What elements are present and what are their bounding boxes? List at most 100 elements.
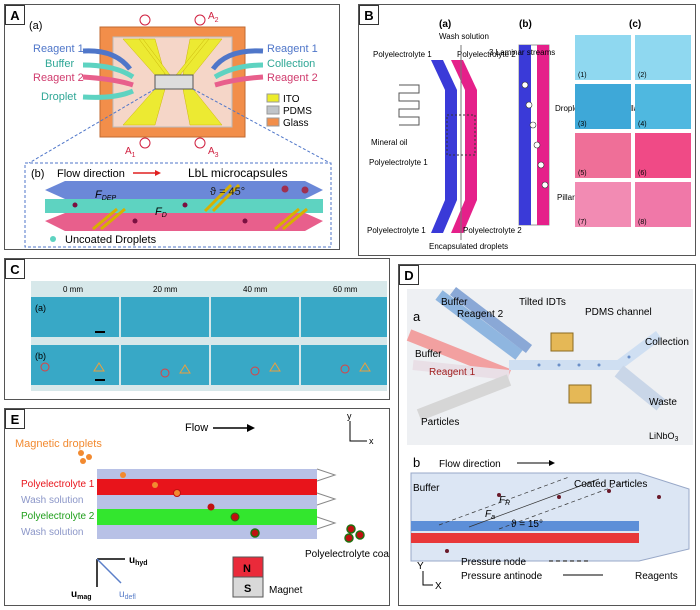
label-tilted-idts: Tilted IDTs xyxy=(519,297,566,308)
label-reagent1-in: Reagent 1 xyxy=(33,43,84,55)
legend-pdms: PDMS xyxy=(283,106,312,117)
label-pe1-top: Polyelectrolyte 1 xyxy=(373,50,432,59)
outlet-fins xyxy=(316,468,337,530)
label-pe2-bottom: Polyelectrolyte 2 xyxy=(463,226,522,235)
svg-text:(8): (8) xyxy=(638,219,647,226)
label-fr: FR xyxy=(499,495,510,507)
label-collection: Collection xyxy=(645,337,689,348)
legend-glass: Glass xyxy=(283,118,309,129)
label-coated-particles: Coated Particles xyxy=(574,479,647,490)
label-buffer-left: Buffer xyxy=(415,349,442,360)
label-reagent1-out: Reagent 1 xyxy=(267,43,318,55)
stream-wash-top xyxy=(97,469,317,479)
label-a1: A1 xyxy=(125,146,136,159)
label-reagent1: Reagent 1 xyxy=(429,367,476,378)
magnet-n-label: N xyxy=(243,563,251,575)
row-label-a: (a) xyxy=(35,303,46,313)
tube-droplet-in xyxy=(82,88,135,100)
label-substrate: LiNbO3 xyxy=(649,431,679,443)
tube-particles xyxy=(416,374,512,421)
svg-text:(7): (7) xyxy=(578,219,587,226)
pdms-channel xyxy=(509,331,662,370)
panel-d: D a Buffer Reagent 2 Buffer Reagent 1 Pa… xyxy=(398,264,696,606)
micrograph-row-b xyxy=(31,345,387,385)
label-laminar-streams: 3 Laminar streams xyxy=(489,48,555,57)
pillars xyxy=(521,81,549,189)
tube-reagent2 xyxy=(449,287,533,353)
stream-wash-2 xyxy=(97,525,317,539)
label-f-d: FD xyxy=(155,206,167,219)
svg-text:(3): (3) xyxy=(578,121,587,128)
svg-text:(5): (5) xyxy=(578,170,587,177)
tube-reagent2-out xyxy=(214,74,264,88)
panel-b: B (a) (b) (c) Wash solution Polyelectrol… xyxy=(358,4,696,256)
sublabel-b: b xyxy=(413,455,420,470)
svg-text:0 mm: 0 mm xyxy=(63,285,83,294)
label-flow-direction: Flow direction xyxy=(439,459,501,470)
label-particles: Particles xyxy=(421,417,459,428)
label-u-mag: umag xyxy=(71,589,92,601)
label-a2: A2 xyxy=(208,11,219,24)
sublabel-c: (c) xyxy=(629,19,641,30)
flow-arrowhead xyxy=(549,460,555,466)
droplet-trajectory xyxy=(120,472,260,538)
sublabel-a: a xyxy=(413,309,421,324)
ito-stripes-zoom xyxy=(92,183,308,231)
sublabel-a: (a) xyxy=(29,20,42,32)
svg-text:(1): (1) xyxy=(578,72,587,79)
label-theta-45: ϑ = 45° xyxy=(210,186,245,198)
stream-pe1 xyxy=(97,479,317,495)
pressure-lines xyxy=(438,476,630,530)
panel-label: E xyxy=(5,409,25,429)
legend-swatch-pdms xyxy=(266,105,280,115)
axes-icon xyxy=(349,421,367,442)
label-droplet: Droplet xyxy=(41,91,76,103)
axis-x: x xyxy=(369,436,374,446)
photo-grid xyxy=(575,35,691,227)
axis-y: y xyxy=(347,411,352,421)
label-waste: Waste xyxy=(649,397,677,408)
label-reagent2: Reagent 2 xyxy=(457,309,504,320)
label-coated-droplets: Polyelectrolyte coated droplets xyxy=(305,549,390,560)
serpentine-oil-inlet xyxy=(398,84,420,126)
zoom-box xyxy=(446,114,476,156)
panel-b-figure: (a) (b) (c) Wash solution Polyelectrolyt… xyxy=(367,19,691,251)
panel-label: A xyxy=(5,5,25,25)
label-buffer: Buffer xyxy=(45,58,74,70)
particles-channel xyxy=(537,355,631,367)
scale-bar-a xyxy=(95,331,105,333)
zoom-line-right xyxy=(192,88,331,164)
row-label-b: (b) xyxy=(35,351,46,361)
ac-source-a2-left xyxy=(139,14,151,26)
label-u-hyd: uhyd xyxy=(129,555,148,567)
label-u-defl: udefl xyxy=(119,589,136,601)
legend-swatch-ito xyxy=(266,93,280,103)
idt-top xyxy=(550,332,574,352)
label-reagents: Reagents xyxy=(635,571,678,582)
sublabel-a: (a) xyxy=(439,19,451,30)
tracked-droplets xyxy=(40,362,371,378)
svg-text:60 mm: 60 mm xyxy=(333,285,358,294)
zoom-line-left xyxy=(28,88,156,164)
label-pe1-mid: Polyelectrolyte 1 xyxy=(369,158,428,167)
panel-label: C xyxy=(5,259,25,279)
micrograph-row-a xyxy=(31,297,387,337)
coated-droplets-icon xyxy=(344,524,365,543)
zoom-blue-stream xyxy=(519,45,531,225)
panel-a: A (a) A2 A1 A3 Reagent 1 Buffer Reagent … xyxy=(4,4,340,250)
label-encapsulated: Encapsulated droplets xyxy=(429,242,508,251)
tube-buffer-left xyxy=(412,360,510,380)
panel-e: E Magnetic droplets Flow Polyelectrolyte… xyxy=(4,408,390,606)
vector-u-defl xyxy=(96,558,122,584)
legend-ito: ITO xyxy=(283,94,300,105)
label-a3: A3 xyxy=(208,146,219,159)
label-reagent2-in: Reagent 2 xyxy=(33,72,84,84)
photo-frame-labels: (1)(2) (3)(4) (5)(6) (7)(8) xyxy=(578,72,647,226)
tube-buffer-top xyxy=(435,290,523,360)
magnet-south xyxy=(232,576,264,598)
flow-arrowhead xyxy=(155,170,161,176)
stream-blue xyxy=(45,181,323,199)
label-buffer-top: Buffer xyxy=(441,297,468,308)
center-channel xyxy=(154,74,194,90)
